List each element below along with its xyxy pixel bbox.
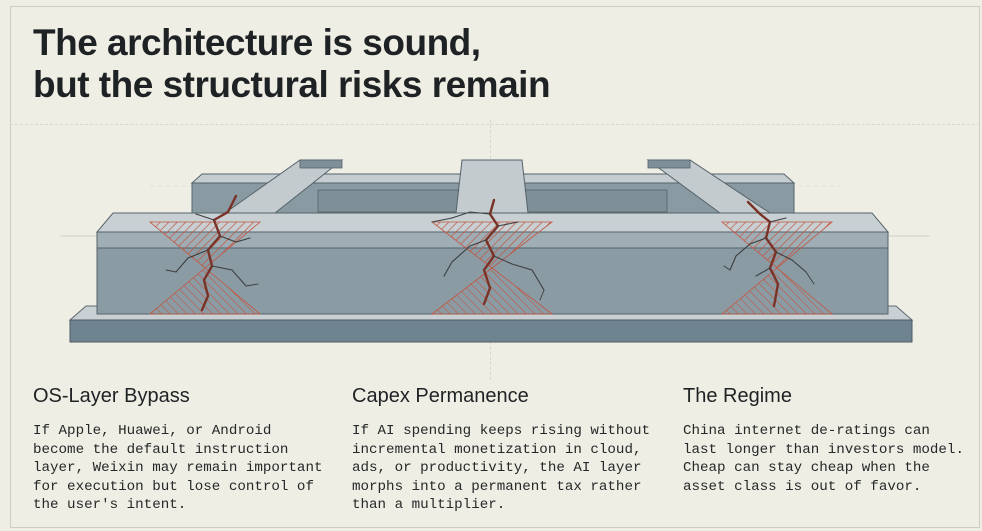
- risk-os-layer-bypass: OS-Layer Bypass If Apple, Huawei, or And…: [33, 385, 333, 515]
- title-line-1: The architecture is sound,: [33, 22, 481, 63]
- structural-frame-illustration: [60, 159, 930, 343]
- risk-text-line: the user's intent.: [33, 497, 187, 513]
- risk-capex-permanence: Capex Permanence If AI spending keeps ri…: [352, 385, 652, 515]
- risk-text-line: last longer than investors model.: [683, 441, 964, 458]
- risk-text-line: Cheap can stay cheap when the: [683, 460, 930, 476]
- risk-the-regime: The Regime China internet de-ratings can…: [683, 385, 982, 496]
- title-line-2: but the structural risks remain: [33, 64, 551, 105]
- risk-text-line: incremental monetization in cloud,: [352, 441, 642, 458]
- crack-left: [165, 194, 259, 312]
- crack-right: [723, 200, 815, 308]
- stress-zone-left: [148, 221, 262, 315]
- page-frame: [10, 6, 980, 528]
- stress-zone-center: [430, 221, 554, 315]
- risk-heading: Capex Permanence: [352, 385, 529, 407]
- risk-text-line: for execution but lose control of: [33, 478, 314, 495]
- risk-text-line: If Apple, Huawei, or Android: [33, 423, 272, 439]
- risk-description: If AI spending keeps rising without incr…: [352, 422, 652, 515]
- risk-description: If Apple, Huawei, or Android become the …: [33, 422, 333, 515]
- risk-description: China internet de-ratings can last longe…: [683, 422, 982, 496]
- risk-text-line: layer, Weixin may remain important: [33, 460, 323, 476]
- risk-heading: OS-Layer Bypass: [33, 385, 190, 407]
- risk-text-line: morphs into a permanent tax rather: [352, 478, 642, 495]
- risk-text-line: China internet de-ratings can: [683, 423, 930, 439]
- risk-heading: The Regime: [683, 385, 792, 407]
- risk-text-line: become the default instruction: [33, 441, 289, 458]
- diagonal-beams: [223, 159, 772, 214]
- page-title: The architecture is sound, but the struc…: [33, 22, 733, 106]
- risk-text-line: ads, or productivity, the AI layer: [352, 460, 642, 476]
- crack-center: [431, 198, 545, 306]
- risk-text-line: asset class is out of favor.: [683, 478, 922, 495]
- guide-line: [10, 124, 980, 125]
- risk-text-line: than a multiplier.: [352, 497, 506, 513]
- risk-text-line: If AI spending keeps rising without: [352, 423, 650, 439]
